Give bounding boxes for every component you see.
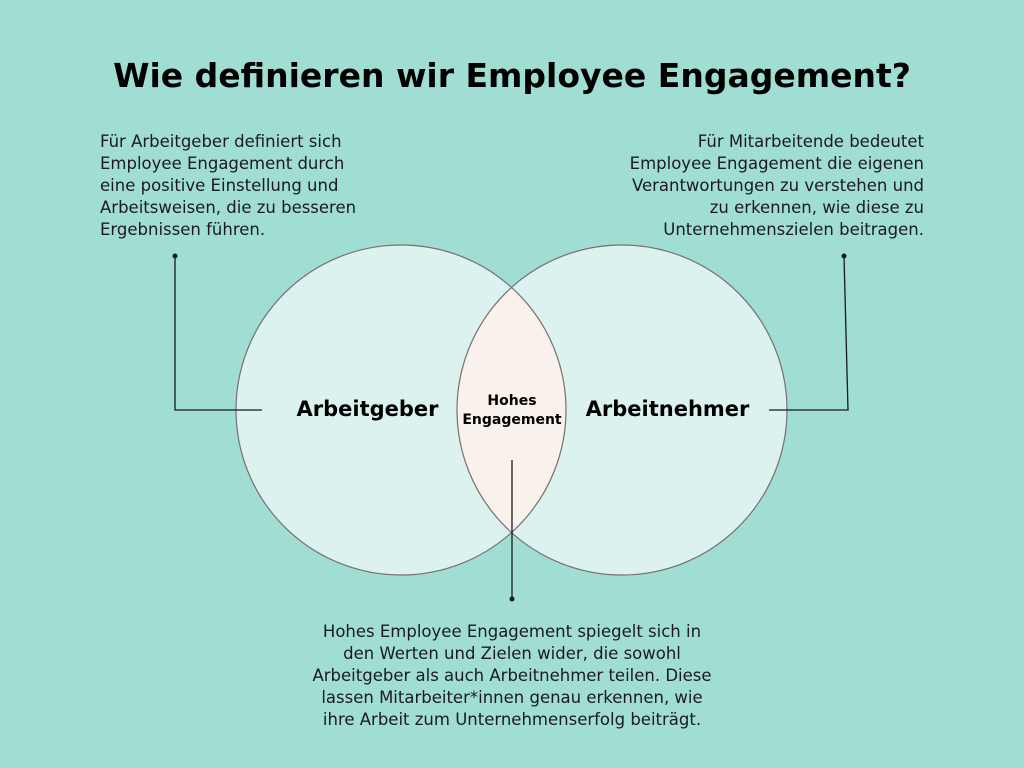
- description-line: eine positive Einstellung und: [100, 176, 339, 195]
- description-line: den Werten und Zielen wider, die sowohl: [343, 644, 681, 663]
- description-line: ihre Arbeit zum Unternehmenserfolg beitr…: [322, 710, 702, 729]
- description-line: Arbeitgeber als auch Arbeitnehmer teilen…: [312, 666, 712, 685]
- description-line: Verantwortungen zu verstehen und: [631, 176, 924, 195]
- intersection-label-line: Hohes: [487, 393, 537, 409]
- bottom-connector-line: [509, 460, 515, 602]
- description-line: Arbeitsweisen, die zu besseren: [100, 198, 357, 217]
- description-line: zu erkennen, wie diese zu: [709, 198, 924, 217]
- left-connector-line: [172, 253, 262, 411]
- employee-label: Arbeitnehmer: [585, 397, 750, 421]
- description-line: Hohes Employee Engagement spiegelt sich …: [322, 622, 702, 641]
- right-connector-line: [769, 253, 849, 411]
- shared-description: Hohes Employee Engagement spiegelt sich …: [292, 621, 732, 731]
- employer-description: Für Arbeitgeber definiert sich Employee …: [100, 131, 400, 241]
- intersection-label-line: Engagement: [462, 412, 562, 428]
- employer-label: Arbeitgeber: [296, 397, 439, 421]
- description-line: Employee Engagement durch: [100, 154, 345, 173]
- intersection-area: [457, 245, 566, 575]
- description-line: Für Arbeitgeber definiert sich: [100, 132, 342, 151]
- description-line: Employee Engagement die eigenen: [629, 154, 924, 173]
- intersection-label: Hohes Engagement: [452, 392, 572, 430]
- employee-description: Für Mitarbeitende bedeutet Employee Enga…: [600, 131, 924, 241]
- page-title: Wie definieren wir Employee Engagement?: [113, 56, 911, 95]
- description-line: Unternehmenszielen beitragen.: [663, 220, 924, 239]
- description-line: Für Mitarbeitende bedeutet: [697, 132, 924, 151]
- description-line: lassen Mitarbeiter*innen genau erkennen,…: [321, 688, 703, 707]
- description-line: Ergebnissen führen.: [100, 220, 266, 239]
